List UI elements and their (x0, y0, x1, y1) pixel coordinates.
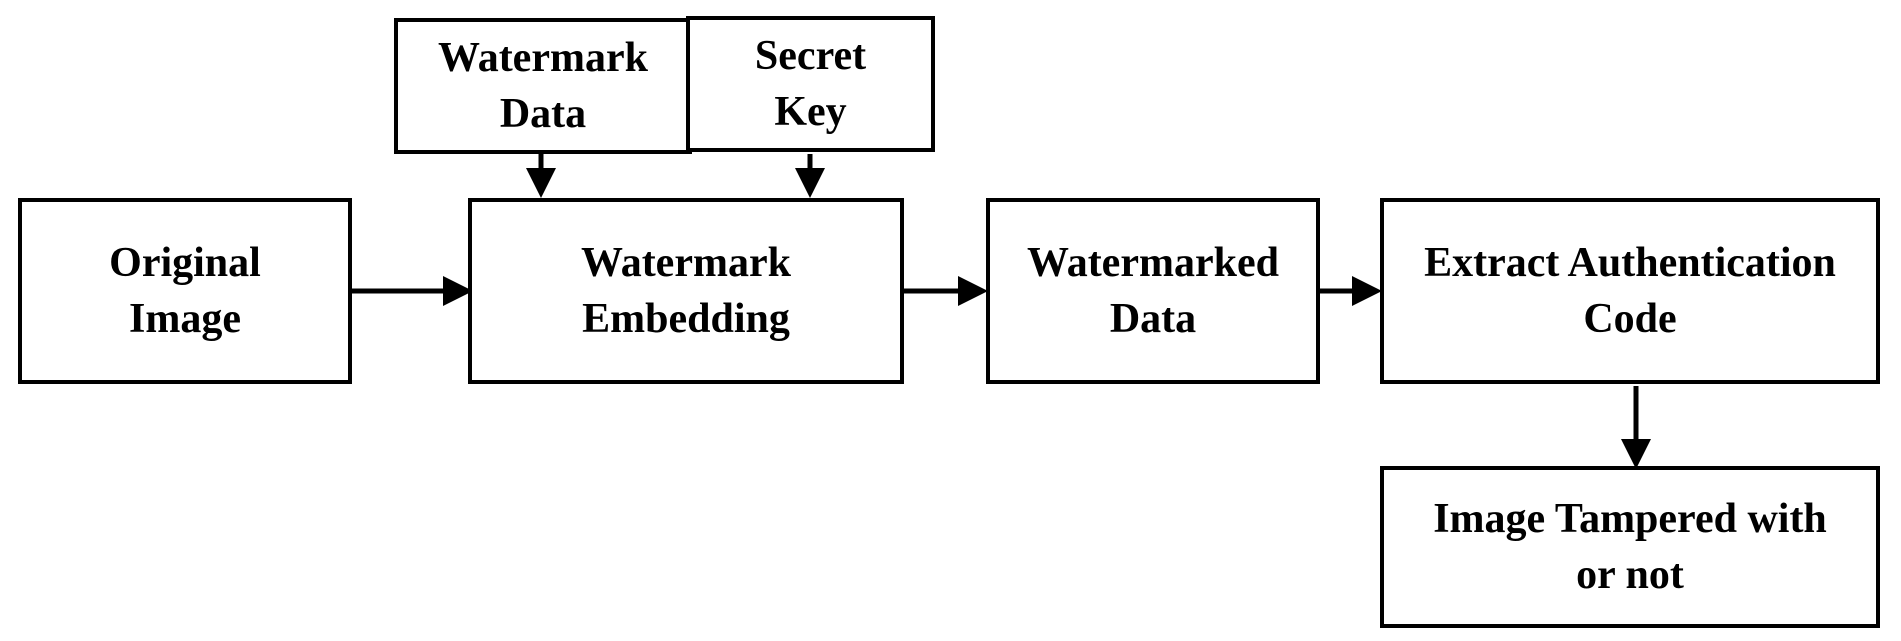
secret-key-label: Secret Key (755, 28, 866, 140)
watermark-data-line2: Data (499, 91, 587, 137)
watermarked-data-box: Watermarked Data (986, 198, 1320, 384)
secret-key-box: Secret Key (686, 16, 935, 152)
tamper-result-line2: or not (1576, 552, 1684, 598)
watermarked-data-line1: Watermarked (1027, 240, 1279, 286)
watermark-embedding-label: Watermark Embedding (581, 235, 791, 347)
watermark-embedding-line1: Watermark (581, 240, 791, 286)
tamper-result-line1: Image Tampered with (1433, 496, 1827, 542)
secret-key-line2: Key (774, 89, 847, 135)
extract-auth-code-box: Extract Authentication Code (1380, 198, 1880, 384)
watermark-data-box: Watermark Data (394, 18, 692, 154)
watermark-data-label: Watermark Data (438, 30, 648, 142)
original-image-line1: Original (109, 240, 261, 286)
extract-auth-code-line2: Code (1583, 296, 1677, 342)
original-image-label: Original Image (109, 235, 261, 347)
original-image-line2: Image (129, 296, 241, 342)
watermarked-data-line2: Data (1109, 296, 1197, 342)
tamper-result-box: Image Tampered with or not (1380, 466, 1880, 628)
watermark-data-line1: Watermark (438, 35, 648, 81)
extract-auth-code-label: Extract Authentication Code (1424, 235, 1836, 347)
watermark-embedding-line2: Embedding (582, 296, 790, 342)
secret-key-line1: Secret (754, 33, 867, 79)
watermarked-data-label: Watermarked Data (1027, 235, 1279, 347)
original-image-box: Original Image (18, 198, 352, 384)
watermark-embedding-box: Watermark Embedding (468, 198, 904, 384)
extract-auth-code-line1: Extract Authentication (1424, 240, 1836, 286)
tamper-result-label: Image Tampered with or not (1433, 491, 1827, 603)
